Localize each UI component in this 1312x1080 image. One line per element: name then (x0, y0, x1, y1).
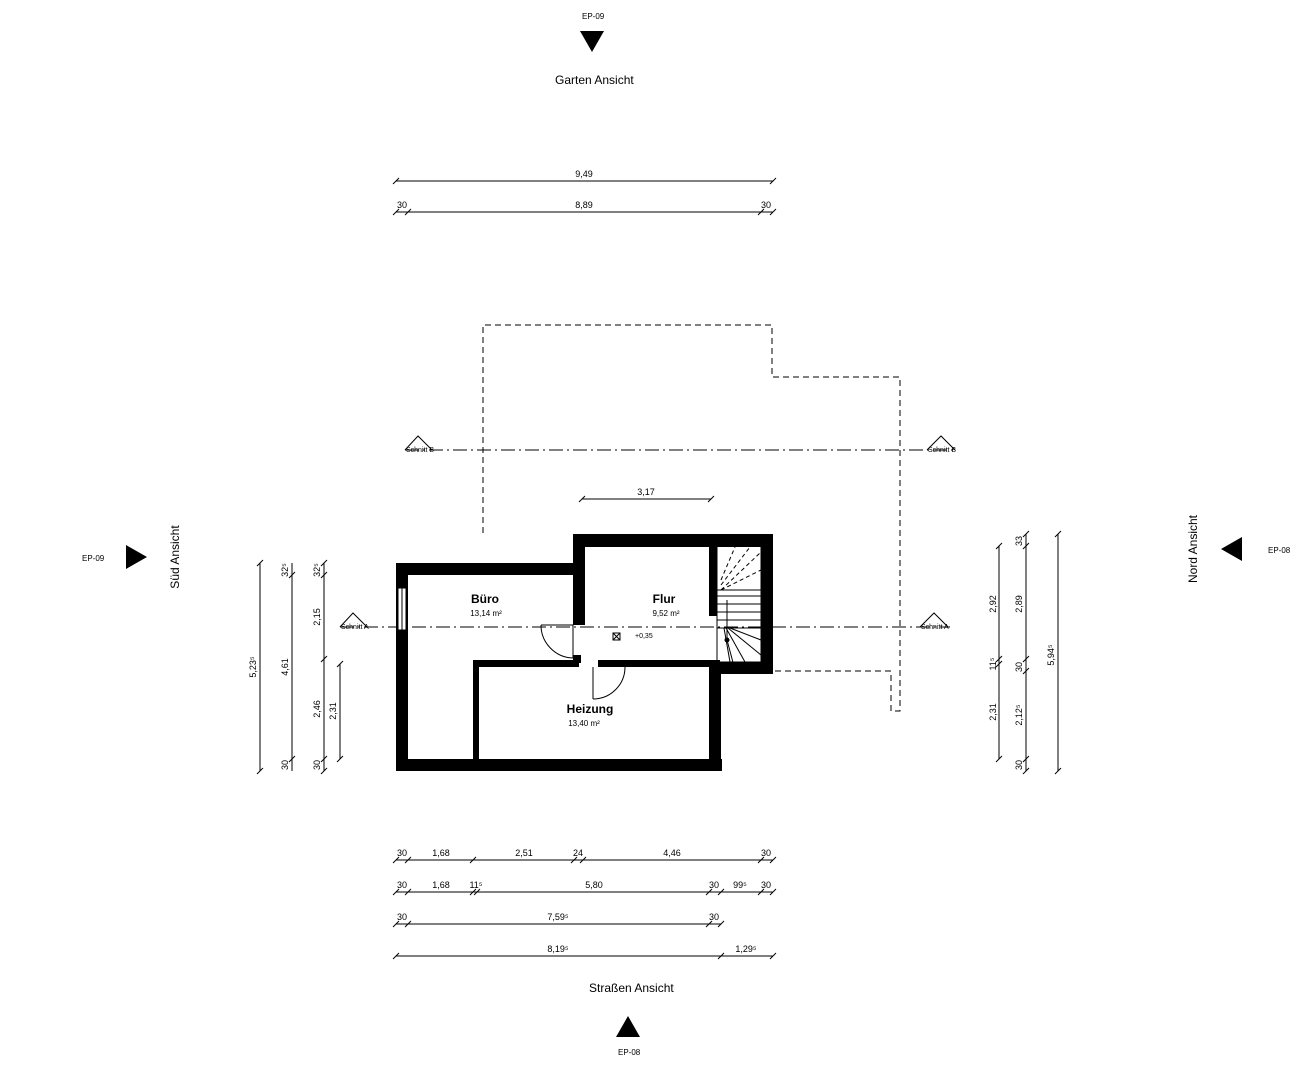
dim-bottom-r1-2: 2,51 (515, 848, 533, 858)
room-name-heizung: Heizung (566, 702, 614, 716)
section-b-label-left: Schnitt B (406, 447, 435, 454)
room-name-buero: Büro (471, 592, 499, 606)
section-marker-b-left (404, 435, 433, 451)
dim-top-row-0: 30 (396, 200, 408, 210)
dim-bottom-r2-3: 5,80 (585, 880, 603, 890)
garden-view-ref: EP-09 (582, 12, 605, 21)
section-a-label-left: Schnitt A (341, 624, 369, 631)
dim-bottom-r3-2: 30 (708, 912, 720, 922)
dim-bottom-r2-1: 1,68 (432, 880, 450, 890)
south-view-ref: EP-09 (82, 554, 105, 563)
room-name-flur: Flur (652, 592, 676, 606)
dim-right-col2-1: 2,89 (1014, 595, 1024, 613)
dim-right-col1-1: 11⁵ (988, 657, 998, 671)
doors (540, 624, 626, 700)
upper-floor-outline (482, 324, 901, 712)
street-view-ref: EP-08 (618, 1048, 641, 1057)
dim-flur-width: 3,17 (637, 487, 655, 497)
section-marker-b-right (926, 435, 956, 451)
section-a-label-right: Schnitt A (921, 624, 949, 631)
dim-bottom-r2-4: 30 (708, 880, 720, 890)
dim-bottom-r3-0: 30 (396, 912, 408, 922)
north-view-arrow-icon (1221, 537, 1242, 561)
dim-left-mid: 4,61 (280, 658, 290, 676)
section-marker-a-left (339, 612, 368, 628)
room-area-buero: 13,14 m² (470, 609, 502, 618)
dim-bottom-r4-1: 1,29⁵ (735, 944, 757, 954)
room-area-flur: 9,52 m² (652, 609, 680, 618)
dim-bottom-r2-5: 99⁵ (733, 880, 747, 890)
dim-right-col1-0: 2,92 (988, 595, 998, 613)
dim-left-inner-1: 2,31 (328, 702, 338, 720)
garden-view-arrow-icon (580, 31, 604, 52)
dim-right-col2-0: 33 (1014, 535, 1024, 547)
dim-right-col2-2: 30 (1014, 661, 1024, 673)
dim-bottom-r1-1: 1,68 (432, 848, 450, 858)
dim-left-col-3: 30 (312, 759, 322, 771)
dim-top-total: 9,49 (575, 169, 593, 179)
level-label: +0,35 (635, 633, 653, 640)
dim-bottom-r4-0: 8,19⁵ (547, 944, 569, 954)
north-view-label: Nord Ansicht (1186, 514, 1200, 584)
dim-right-col2-4: 30 (1014, 759, 1024, 771)
dimension-lines (259, 180, 1059, 957)
dimension-ticks (256, 177, 1062, 960)
section-b-label-right: Schnitt B (928, 447, 957, 454)
dim-left-total: 5,23⁵ (248, 656, 258, 678)
room-area-heizung: 13,40 m² (568, 719, 600, 728)
dim-bottom-r2-2: 11⁵ (469, 880, 483, 890)
north-view-ref: EP-08 (1268, 546, 1291, 555)
dim-left-col-0: 32⁵ (312, 563, 322, 577)
dim-top-row-2: 30 (760, 200, 772, 210)
dim-bottom-r1-4: 4,46 (663, 848, 681, 858)
dim-left-inner-2: 30 (280, 759, 290, 771)
dim-bottom-r1-5: 30 (760, 848, 772, 858)
dim-top-row-1: 8,89 (575, 200, 593, 210)
south-view-label: Süd Ansicht (168, 525, 182, 589)
dim-bottom-r2-6: 30 (760, 880, 772, 890)
dim-right-col1-2: 2,31 (988, 703, 998, 721)
dim-bottom-r2-0: 30 (396, 880, 408, 890)
dim-right-total: 5,94⁵ (1046, 644, 1056, 666)
street-view-label: Straßen Ansicht (589, 981, 674, 995)
dim-left-col-1: 2,15 (312, 608, 322, 626)
garden-view-label: Garten Ansicht (555, 73, 634, 87)
street-view-arrow-icon (616, 1016, 640, 1037)
stairs (716, 545, 762, 671)
dim-bottom-r1-3: 24 (572, 848, 584, 858)
dim-left-col-2: 2,46 (312, 700, 322, 718)
south-view-arrow-icon (126, 545, 147, 569)
walls (396, 534, 773, 771)
dim-bottom-r1-0: 30 (396, 848, 408, 858)
dim-right-col2-3: 2,12⁵ (1014, 704, 1024, 726)
dim-left-inner-0: 32⁵ (280, 563, 290, 577)
dim-bottom-r3-1: 7,59⁵ (547, 912, 569, 922)
level-marker (612, 632, 621, 641)
section-marker-a-right (919, 612, 949, 628)
